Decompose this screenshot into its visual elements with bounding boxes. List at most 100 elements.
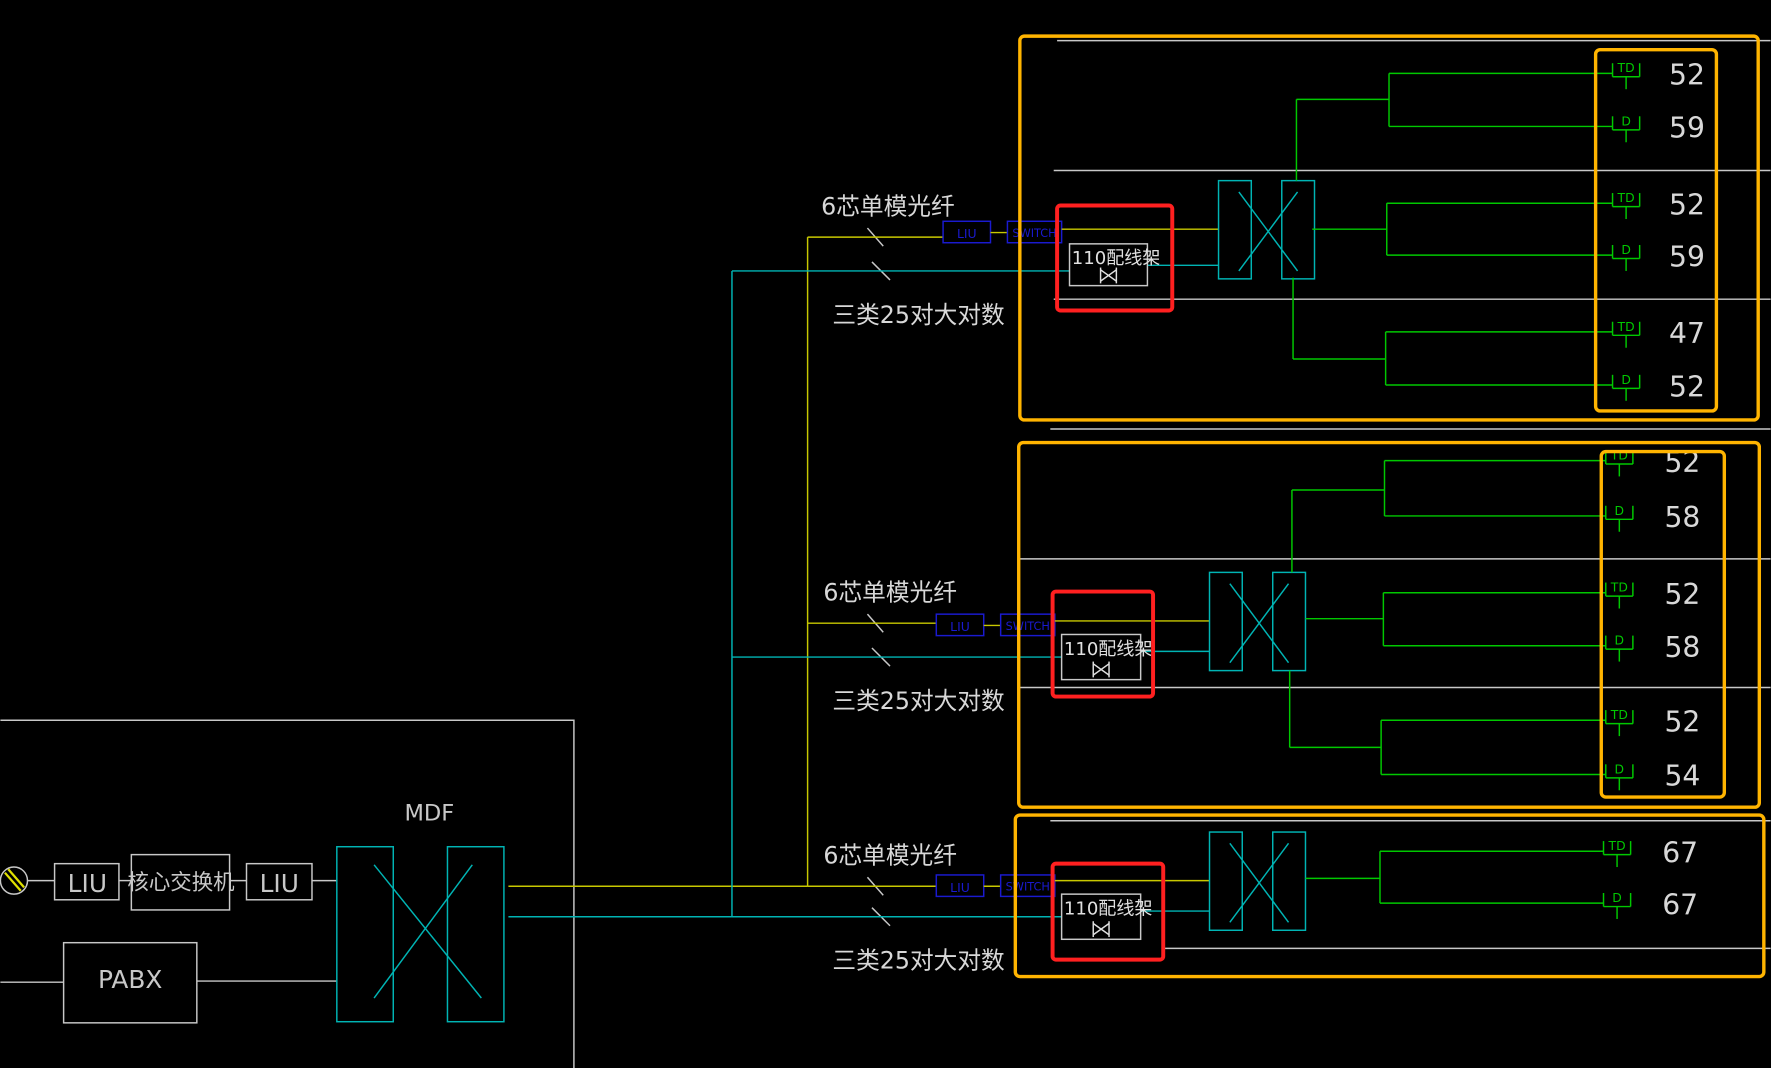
- outlet-td-icon[interactable]: TD: [1611, 319, 1641, 348]
- patch-panel-box[interactable]: [1060, 633, 1142, 681]
- outlet-td-icon[interactable]: TD: [1602, 838, 1632, 868]
- cross-connect-block: [1272, 571, 1307, 672]
- liu-left-label: LIU: [68, 869, 107, 898]
- punch-block-icon: [1099, 267, 1118, 284]
- outlet-d-icon[interactable]: D: [1611, 242, 1641, 271]
- switch-label: SWITCH: [1006, 881, 1050, 894]
- mdf-cross-connect[interactable]: [336, 845, 505, 1023]
- outlet-count-label: 59: [1669, 240, 1705, 273]
- outlet-count-label: 67: [1662, 888, 1698, 921]
- outlet-d-icon[interactable]: D: [1605, 761, 1634, 791]
- fiber-entry-icon: [0, 866, 29, 895]
- outlet-type-label: D: [1621, 372, 1631, 387]
- fiber-cable-label: 6芯单模光纤: [823, 579, 957, 607]
- outlet-type-label: D: [1615, 503, 1625, 518]
- floor-switch-box[interactable]: [1006, 220, 1063, 244]
- pabx-box[interactable]: [62, 941, 198, 1024]
- patch-panel-highlight-box: [1050, 589, 1156, 699]
- outlet-type-label: TD: [1617, 319, 1635, 334]
- outlet-d-icon[interactable]: D: [1611, 113, 1641, 143]
- pabx-label: PABX: [98, 965, 162, 994]
- icon-stroke: [1100, 269, 1117, 282]
- punch-block-icon: [1092, 921, 1110, 938]
- outlet-type-label: TD: [1607, 838, 1625, 853]
- outlet-count-label: 67: [1662, 837, 1698, 870]
- outlet-d-icon[interactable]: D: [1602, 890, 1632, 919]
- core-switch-label: 核心交换机: [127, 871, 234, 896]
- liu-left-box[interactable]: [53, 862, 120, 901]
- outlet-count-label: 52: [1664, 578, 1700, 611]
- icon-stroke: [1092, 663, 1110, 676]
- backbone-cable-label: 三类25对大对数: [832, 687, 1005, 715]
- outlet-td-icon[interactable]: TD: [1611, 190, 1641, 220]
- outlet-d-icon[interactable]: D: [1605, 503, 1634, 532]
- cross-connect-jumper: [1229, 842, 1290, 923]
- outlet-count-label: 54: [1664, 760, 1700, 793]
- patch-panel-label: 110配线架: [1064, 639, 1153, 660]
- liu-label: LIU: [950, 619, 970, 634]
- outlet-type-label: D: [1621, 113, 1631, 128]
- patch-panel-label: 110配线架: [1064, 898, 1153, 919]
- outlet-type-label: TD: [1610, 580, 1628, 595]
- outlet-count-label: 52: [1669, 189, 1705, 222]
- outlet-count-label: 58: [1664, 631, 1700, 664]
- liu-label: LIU: [950, 880, 970, 895]
- outlet-count-label: 52: [1664, 706, 1700, 739]
- cross-connect-jumper: [1238, 191, 1299, 272]
- outlet-count-label: 52: [1669, 370, 1705, 403]
- patch-panel-label: 110配线架: [1072, 248, 1161, 269]
- cross-connect-block: [1272, 831, 1307, 932]
- backbone-cable-label: 三类25对大对数: [832, 301, 1005, 329]
- outlet-type-label: TD: [1617, 190, 1635, 205]
- liu-right-box[interactable]: [245, 862, 313, 901]
- patch-panel-highlight-box: [1050, 861, 1166, 962]
- floor-highlight-box: [1013, 813, 1766, 979]
- outlet-count-label: 59: [1669, 112, 1705, 145]
- outlet-type-label: TD: [1617, 60, 1635, 75]
- outlet-type-label: D: [1621, 242, 1631, 257]
- outlet-td-icon[interactable]: TD: [1611, 60, 1641, 90]
- icon-stroke: [1092, 922, 1110, 936]
- floor-cross-connect[interactable]: [1208, 571, 1307, 672]
- patch-panel-box[interactable]: [1060, 893, 1142, 941]
- backbone-cable-label: 三类25对大对数: [832, 947, 1005, 975]
- core-switch-box[interactable]: [130, 853, 231, 911]
- outlet-d-icon[interactable]: D: [1605, 633, 1634, 662]
- mdf-room-border: [0, 719, 575, 1068]
- outlet-td-icon[interactable]: TD: [1605, 580, 1634, 609]
- floor-switch-box[interactable]: [999, 874, 1056, 898]
- outlet-count-label: 47: [1669, 317, 1705, 350]
- floor-cross-connect[interactable]: [1217, 179, 1316, 280]
- cross-connect-block: [1208, 571, 1243, 672]
- outlet-type-label: D: [1615, 633, 1625, 648]
- floor-highlight-box: [1017, 440, 1762, 809]
- punch-block-icon: [1092, 661, 1110, 678]
- cross-connect-jumper: [1229, 583, 1290, 664]
- cross-connect-block: [1281, 179, 1316, 280]
- outlet-count-label: 58: [1664, 501, 1700, 534]
- patch-panel-box[interactable]: [1068, 243, 1149, 287]
- liu-label: LIU: [957, 226, 977, 241]
- outlet-type-label: D: [1615, 761, 1625, 776]
- outlet-td-icon[interactable]: TD: [1605, 707, 1634, 737]
- switch-label: SWITCH: [1006, 620, 1050, 633]
- outlet-type-label: D: [1612, 890, 1622, 905]
- outlet-type-label: TD: [1610, 707, 1628, 722]
- mdf-label: MDF: [404, 801, 454, 827]
- cross-connect-block: [1208, 831, 1243, 932]
- floor-switch-box[interactable]: [999, 613, 1056, 637]
- outlet-highlight-box: [1593, 47, 1719, 413]
- mdf-section: MDF LIU 核心交换机 LIU PABX: [0, 237, 809, 1068]
- switch-label: SWITCH: [1012, 227, 1056, 240]
- liu-right-label: LIU: [260, 869, 299, 898]
- outlet-d-icon[interactable]: D: [1611, 372, 1641, 401]
- floor-cross-connect[interactable]: [1208, 831, 1307, 932]
- fiber-cable-label: 6芯单模光纤: [823, 842, 957, 870]
- patch-panel-highlight-box: [1055, 203, 1175, 313]
- floor-highlight-box: [1018, 34, 1760, 422]
- outlet-count-label: 52: [1669, 59, 1705, 92]
